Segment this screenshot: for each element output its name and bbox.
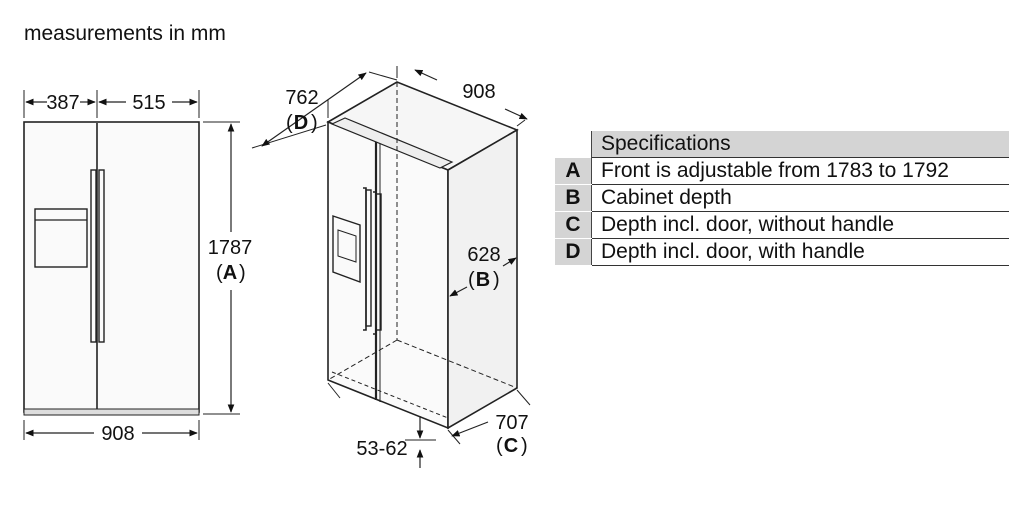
specification-row: C Depth incl. door, without handle: [555, 211, 1009, 239]
persp-dim-d-open: (: [286, 112, 293, 134]
page-title: measurements in mm: [24, 22, 226, 45]
specification-key: D: [555, 238, 592, 266]
persp-dim-c-key: C: [504, 435, 518, 457]
specification-row: A Front is adjustable from 1783 to 1792: [555, 157, 1009, 185]
persp-dim-b-key: B: [476, 269, 490, 291]
persp-dim-c-close: ): [521, 435, 528, 457]
persp-dim-d-close: ): [311, 112, 318, 134]
persp-dim-c-open: (: [496, 435, 503, 457]
front-dim-height-key: A: [223, 262, 237, 284]
persp-dim-d-key: D: [294, 112, 308, 134]
persp-dim-depth-c: 707: [495, 412, 528, 434]
front-dim-height-key-open: (: [216, 262, 223, 284]
specifications-header: Specifications: [591, 131, 1009, 158]
persp-dim-depth-d: 762: [285, 87, 318, 109]
persp-dim-width: 908: [462, 81, 495, 103]
front-view: [23, 90, 240, 440]
specification-text: Front is adjustable from 1783 to 1792: [591, 157, 1009, 185]
front-handle-right: [98, 169, 105, 343]
perspective-front: [327, 120, 449, 430]
front-dim-left: 387: [46, 92, 79, 114]
front-dispenser: [34, 208, 88, 268]
perspective-dispenser: [332, 215, 361, 284]
specification-text: Depth incl. door, without handle: [591, 211, 1009, 239]
specification-row: D Depth incl. door, with handle: [555, 238, 1009, 266]
specification-row: B Cabinet depth: [555, 184, 1009, 212]
persp-dim-b-open: (: [468, 269, 475, 291]
persp-dim-b-close: ): [493, 269, 500, 291]
perspective-view: [251, 66, 531, 468]
persp-dim-depth-b: 628: [467, 244, 500, 266]
front-dim-right: 515: [132, 92, 165, 114]
front-dim-width: 908: [101, 423, 134, 445]
front-dim-height-key-close: ): [239, 262, 246, 284]
persp-dim-feet: 53-62: [356, 438, 407, 460]
specification-text: Cabinet depth: [591, 184, 1009, 212]
front-handle-left: [90, 169, 97, 343]
specifications-header-row: Specifications: [555, 131, 1009, 158]
specification-text: Depth incl. door, with handle: [591, 238, 1009, 266]
specification-key: B: [555, 184, 592, 212]
specification-key: C: [555, 211, 592, 239]
specifications-table: Specifications A Front is adjustable fro…: [555, 131, 1009, 266]
specification-key: A: [555, 157, 592, 185]
front-dim-height: 1787: [208, 237, 253, 259]
specifications-header-key: [555, 131, 592, 158]
